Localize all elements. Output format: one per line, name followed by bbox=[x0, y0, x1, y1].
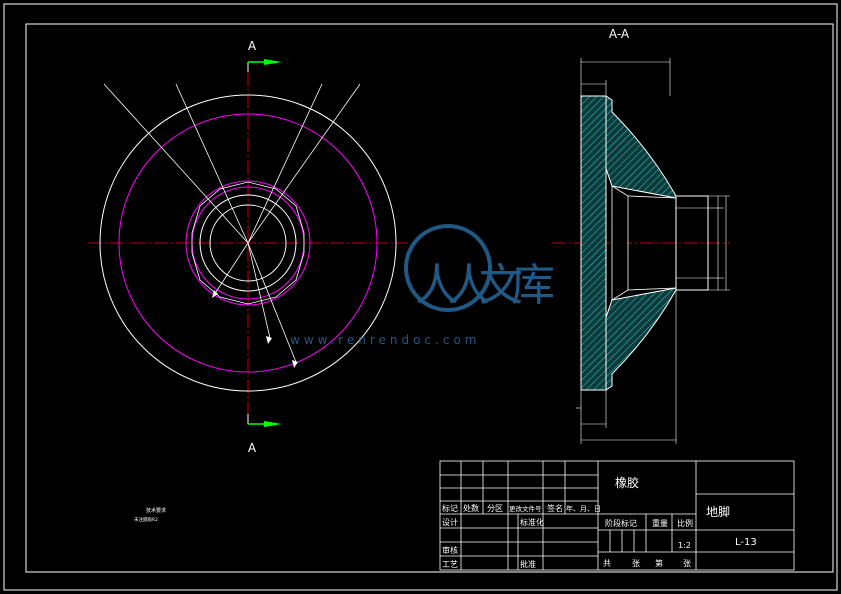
polygon-outline bbox=[191, 181, 305, 305]
tb-drawing-number: L-13 bbox=[735, 537, 757, 548]
hub-outline bbox=[675, 195, 709, 291]
title-block-text: 标记 处数 分区 更改文件号 签名 年、月、日 设计 标准化 审核 工艺 批准 … bbox=[442, 475, 757, 569]
tb-sheet-no: 第 bbox=[655, 558, 663, 568]
tb-header-date: 年、月、日 bbox=[566, 504, 601, 513]
watermark-logo-icon bbox=[404, 224, 492, 312]
tb-header-zone: 分区 bbox=[487, 504, 503, 513]
tb-sheets-unit-2: 张 bbox=[683, 559, 691, 568]
tb-approve: 批准 bbox=[520, 559, 536, 569]
tb-weight: 重量 bbox=[652, 518, 668, 528]
outer-circle bbox=[99, 94, 397, 392]
tb-material: 橡胶 bbox=[615, 475, 639, 490]
tb-sheets-unit-1: 张 bbox=[632, 559, 640, 568]
section-dimensions bbox=[576, 58, 730, 444]
tb-header-mark: 标记 bbox=[442, 503, 458, 513]
tb-process: 工艺 bbox=[442, 560, 458, 569]
section-hatch-base bbox=[580, 95, 607, 391]
hidden-circle-large bbox=[118, 113, 378, 373]
tb-designer: 设计 bbox=[442, 517, 458, 527]
tb-header-change-doc: 更改文件号 bbox=[509, 504, 542, 513]
notes-body: 未注圆角R2 bbox=[134, 516, 158, 523]
tb-part-name: 地脚 bbox=[706, 504, 730, 519]
tb-scale-value: 1:2 bbox=[678, 541, 691, 550]
bore-circle-outer bbox=[199, 194, 297, 292]
inner-border bbox=[25, 23, 834, 573]
section-label-top: A bbox=[248, 39, 257, 53]
section-arrow-bottom bbox=[247, 414, 282, 427]
tb-standardization: 标准化 bbox=[520, 517, 544, 527]
section-view bbox=[552, 58, 730, 444]
bore-circle-inner bbox=[209, 204, 287, 282]
section-label-bottom: A bbox=[248, 441, 257, 455]
notes-heading: 技术要求 bbox=[146, 507, 166, 514]
front-view bbox=[88, 59, 408, 427]
hidden-circle-mid bbox=[185, 180, 311, 306]
bore-recess bbox=[611, 185, 629, 301]
leader-lines bbox=[103, 83, 361, 363]
tb-sheets-total: 共 bbox=[603, 559, 611, 568]
tb-stage-mark: 阶段标记 bbox=[605, 518, 637, 528]
tb-reviewer: 审核 bbox=[442, 545, 458, 555]
leader-arrowheads bbox=[212, 290, 298, 368]
section-view-title: A-A bbox=[609, 27, 630, 41]
outer-border bbox=[3, 3, 838, 591]
section-arrow-top bbox=[247, 59, 282, 72]
watermark-text: 人人文库 bbox=[415, 260, 555, 311]
tb-header-sign: 签名 bbox=[547, 503, 563, 513]
watermark: 人人文库 www.renrendoc.com bbox=[290, 224, 555, 347]
tb-scale-label: 比例 bbox=[677, 518, 693, 528]
tb-header-count: 处数 bbox=[463, 503, 479, 513]
title-block-grid bbox=[439, 460, 795, 571]
watermark-url: www.renrendoc.com bbox=[290, 333, 480, 347]
